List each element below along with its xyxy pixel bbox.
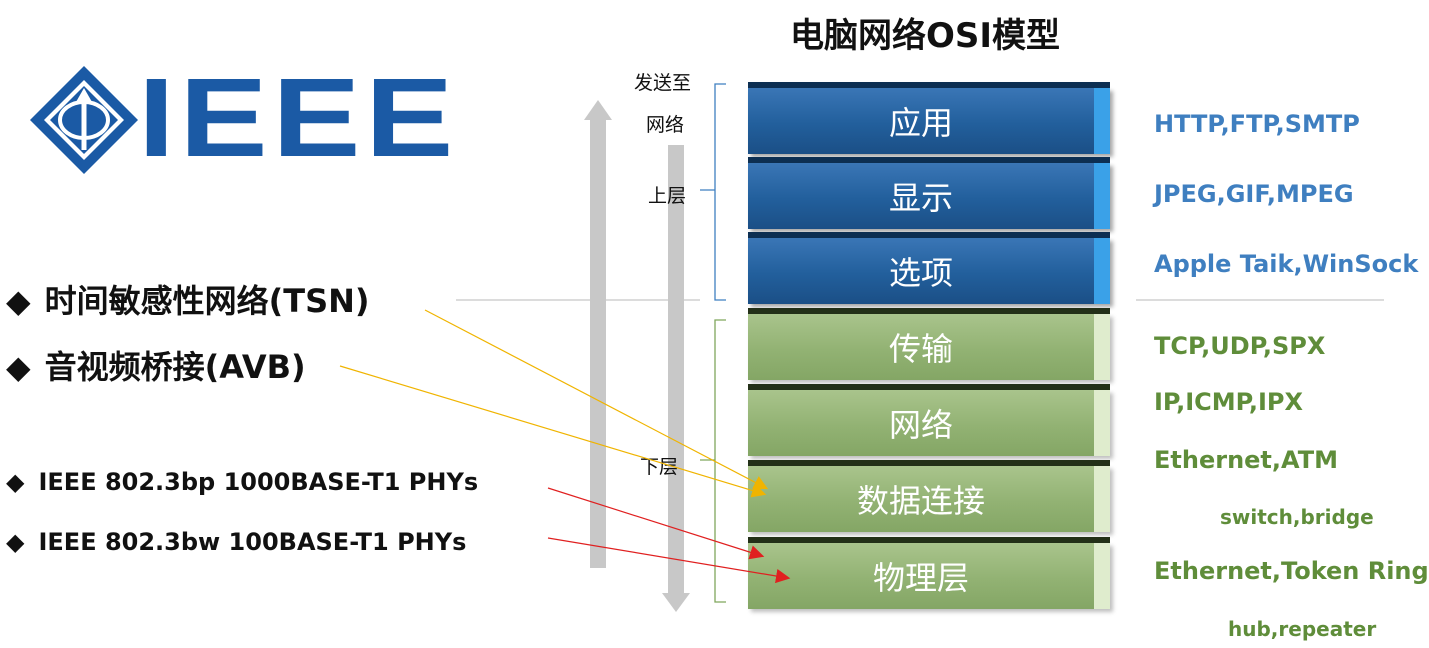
avb-arrow [339, 365, 767, 498]
layer-application: 应用 [748, 88, 1110, 154]
send-label-line1: 发送至 [634, 72, 692, 94]
layer-transport: 传输 [748, 314, 1110, 380]
protocol-physical: Ethernet,Token Ring [1154, 557, 1429, 585]
up-arrow-icon [584, 100, 612, 568]
lower-layers-label: 下层 [640, 456, 679, 478]
bullet-text: 时间敏感性网络(TSN) [44, 282, 370, 320]
bullet-100base: ◆ IEEE 802.3bw 100BASE-T1 PHYs [6, 528, 466, 556]
diamond-bullet-icon: ◆ [6, 528, 25, 556]
diamond-bullet-icon: ◆ [6, 282, 31, 320]
logo-text: IEEE [138, 55, 459, 180]
bullet-avb: ◆ 音视频桥接(AVB) [6, 342, 306, 388]
ieee-diamond-icon [30, 66, 138, 174]
protocol-presentation: JPEG,GIF,MPEG [1154, 180, 1354, 208]
layer-network: 网络 [748, 390, 1110, 456]
device-physical: hub,repeater [1228, 617, 1377, 641]
bullet-text: 音视频桥接(AVB) [44, 348, 306, 386]
upper-layers-label: 上层 [648, 185, 687, 207]
bullet-text: IEEE 802.3bp 1000BASE-T1 PHYs [38, 468, 479, 496]
upper-brace [700, 83, 726, 301]
protocol-transport: TCP,UDP,SPX [1154, 332, 1326, 360]
100base-arrow [547, 537, 791, 584]
layer-session: 选项 [748, 238, 1110, 304]
protocol-application: HTTP,FTP,SMTP [1154, 110, 1360, 138]
layer-physical: 物理层 [748, 543, 1110, 609]
diamond-bullet-icon: ◆ [6, 348, 31, 386]
protocol-network: IP,ICMP,IPX [1154, 388, 1303, 416]
send-label-line2: 网络 [646, 114, 685, 136]
bullet-1000base: ◆ IEEE 802.3bp 1000BASE-T1 PHYs [6, 468, 478, 496]
ieee-logo: IEEE [28, 62, 453, 176]
device-data-link: switch,bridge [1220, 505, 1374, 529]
page-title: 电脑网络OSI模型 [790, 16, 1061, 56]
layer-presentation: 显示 [748, 163, 1110, 229]
layer-data-link: 数据连接 [748, 466, 1110, 532]
lower-brace [700, 319, 726, 603]
down-arrow-icon [662, 145, 690, 612]
bullet-tsn: ◆ 时间敏感性网络(TSN) [6, 276, 370, 322]
tsn-arrow [424, 309, 769, 490]
bullet-text: IEEE 802.3bw 100BASE-T1 PHYs [38, 528, 467, 556]
1000base-arrow [547, 487, 765, 560]
diamond-bullet-icon: ◆ [6, 468, 25, 496]
protocol-data-link: Ethernet,ATM [1154, 446, 1338, 474]
protocol-session: Apple Taik,WinSock [1154, 250, 1419, 278]
